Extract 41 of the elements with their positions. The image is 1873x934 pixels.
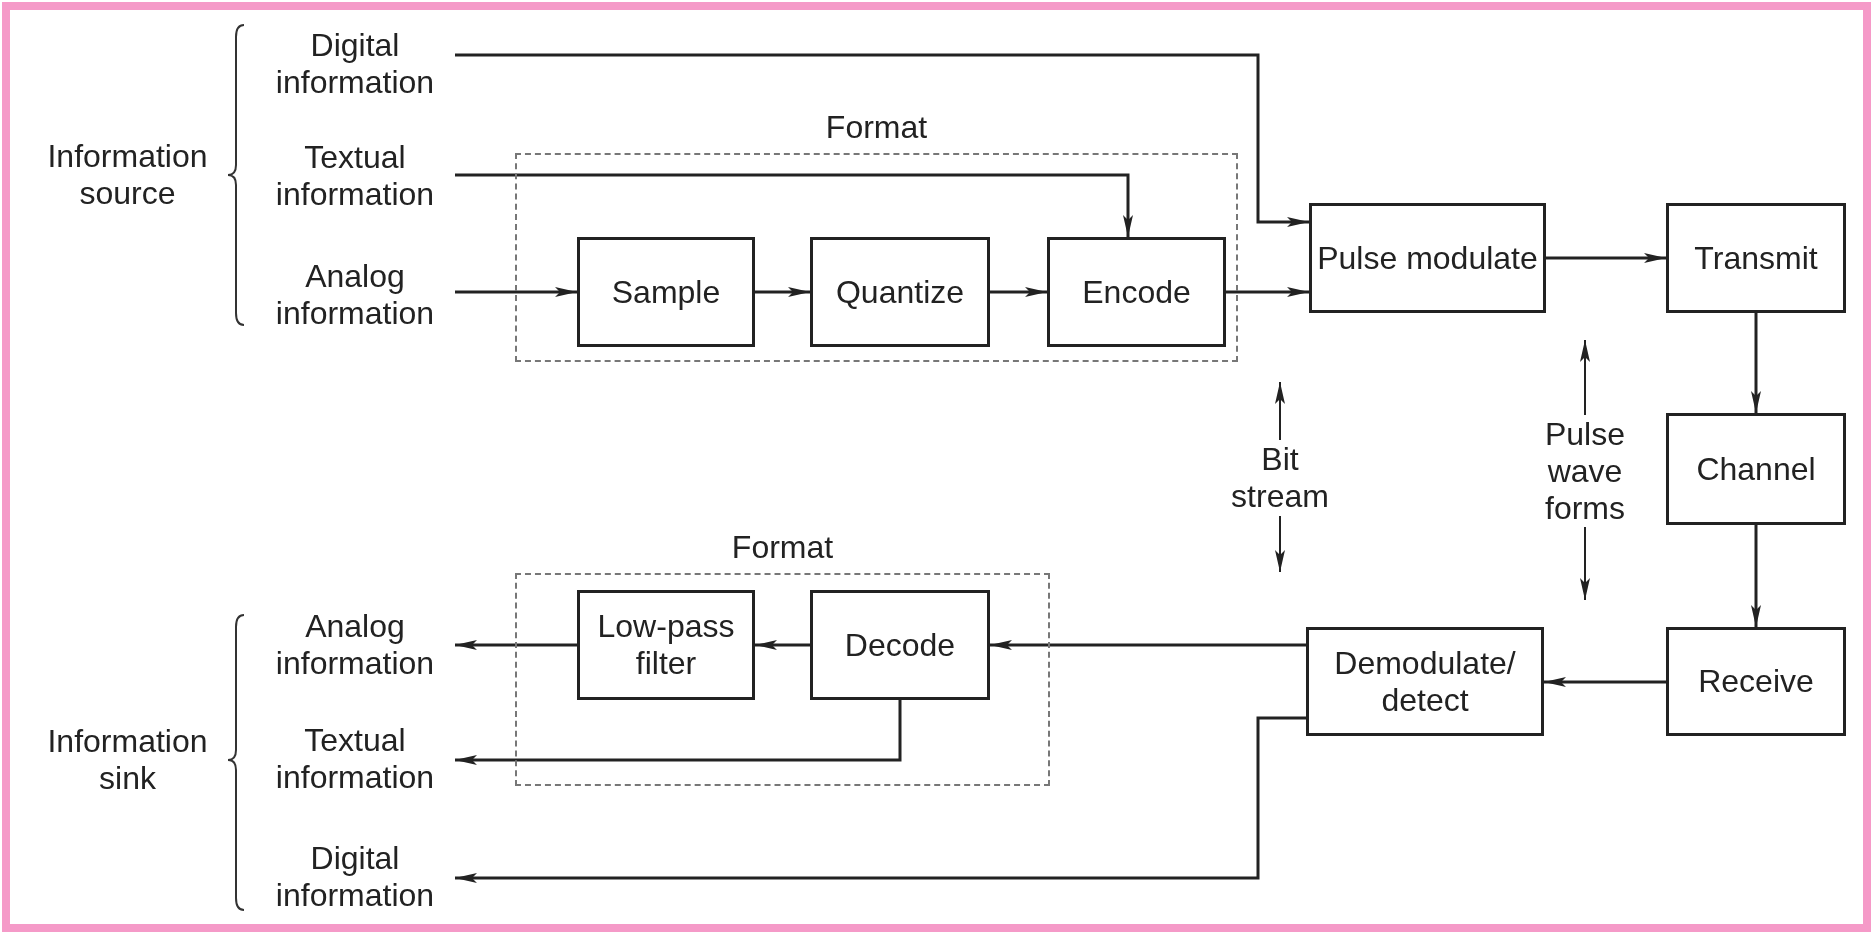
arrow <box>1226 287 1309 297</box>
node-label: Analog information <box>255 256 455 334</box>
process-box: Quantize <box>810 237 990 347</box>
annotation-arrow <box>1275 381 1285 441</box>
arrow <box>455 700 902 765</box>
annotation-arrow <box>1580 526 1590 601</box>
group-label: Information sink <box>46 723 209 797</box>
arrow <box>1751 525 1761 627</box>
arrow <box>755 287 810 297</box>
group-label: Information source <box>46 138 209 212</box>
process-box: Transmit <box>1666 203 1846 313</box>
process-box: Channel <box>1666 413 1846 525</box>
annotation-arrow <box>1275 515 1285 573</box>
node-label: Textual information <box>255 137 455 215</box>
group-heading: Format <box>730 529 835 566</box>
arrow <box>1546 253 1666 263</box>
node-label: Pulse wave forms <box>1520 415 1650 527</box>
node-label: Digital information <box>255 838 455 916</box>
process-box: Sample <box>577 237 755 347</box>
node-label: Bit stream <box>1220 440 1340 516</box>
node-label: Digital information <box>255 25 455 103</box>
arrow <box>455 716 1306 883</box>
arrow <box>990 287 1047 297</box>
arrow <box>755 640 810 650</box>
process-box: Decode <box>810 590 990 700</box>
arrow <box>455 173 1133 237</box>
arrow <box>1544 677 1666 687</box>
arrow <box>990 640 1306 650</box>
process-box: Low-pass filter <box>577 590 755 700</box>
process-box: Pulse modulate <box>1309 203 1546 313</box>
node-label: Analog information <box>255 606 455 684</box>
arrow <box>455 287 577 297</box>
arrow <box>1751 313 1761 413</box>
group-heading: Format <box>824 109 929 146</box>
process-box: Demodulate/ detect <box>1306 627 1544 736</box>
node-label: Textual information <box>255 720 455 798</box>
process-box: Encode <box>1047 237 1226 347</box>
arrow <box>455 53 1309 227</box>
arrow <box>455 640 577 650</box>
annotation-arrow <box>1580 339 1590 416</box>
process-box: Receive <box>1666 627 1846 736</box>
